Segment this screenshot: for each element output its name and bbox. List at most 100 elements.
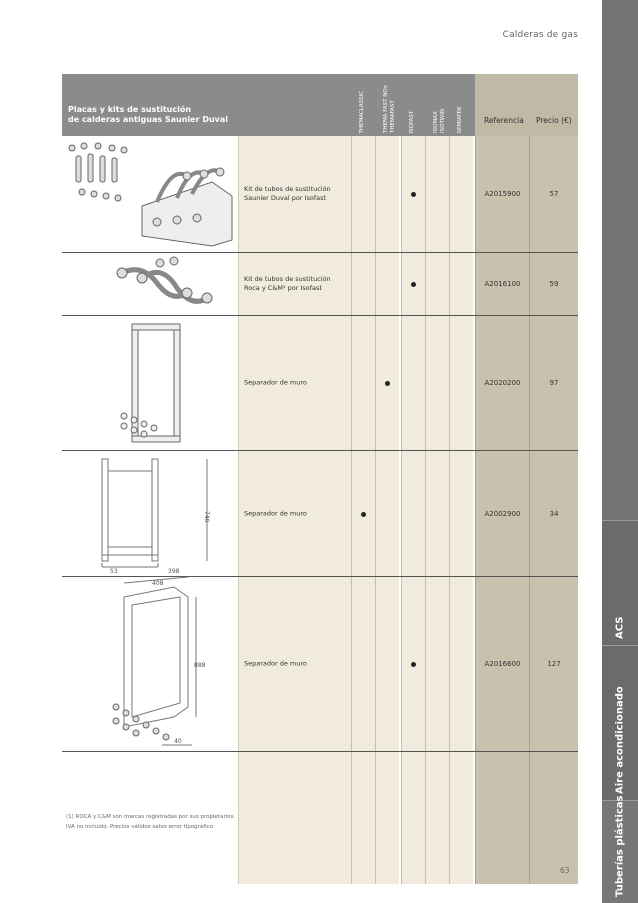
reference-text: A2020200 <box>484 379 521 387</box>
compat-cell <box>425 253 449 315</box>
compat-header: ISOFAST <box>401 77 425 133</box>
description-text: Separador de muro <box>244 659 307 668</box>
table-row: Kit de tubos de sustitución Roca y C&M¹ … <box>62 253 578 316</box>
description-text: Separador de muro <box>244 509 307 517</box>
compat-cell <box>375 577 399 751</box>
price-cell: 34 <box>529 451 578 576</box>
compat-header: SEMIATEK <box>449 77 473 133</box>
compat-header-label: THEMACLASSIC <box>359 90 365 133</box>
compat-header: THEMA FAST NOx THEMAFAST <box>375 77 399 133</box>
sidebar-tab-blank <box>602 0 638 520</box>
price-cell: 127 <box>529 577 578 751</box>
filler-cell <box>401 752 425 884</box>
filler-cell <box>449 752 473 884</box>
compat-cell <box>401 316 425 450</box>
dimension-label: 408 <box>152 580 164 587</box>
table-row: 740 53 398 Separador de muro A2002900 34 <box>62 451 578 577</box>
reference-text: A2016100 <box>484 280 521 288</box>
price-text: 127 <box>547 660 561 668</box>
compat-cell <box>351 577 375 751</box>
product-description: Kit de tubos de sustitución Roca y C&M¹ … <box>238 253 351 315</box>
price-text: 34 <box>549 509 559 518</box>
table-row: Kit de tubos de sustitución Saunier Duva… <box>62 136 578 253</box>
table-row: 408 888 40 Separador de muro A2016600 12… <box>62 577 578 752</box>
footnote: (1) ROCA y C&M son marcas registradas po… <box>66 812 235 832</box>
compat-cell <box>375 451 399 576</box>
product-description: Kit de tubos de sustitución Saunier Duva… <box>238 136 351 252</box>
product-image-tube-kit <box>62 253 238 315</box>
product-image-tube-kit <box>62 136 238 252</box>
reference-text: A2016600 <box>484 660 521 668</box>
compat-header-label: THEMA FAST NOx THEMAFAST <box>383 85 396 133</box>
compat-cell <box>449 577 473 751</box>
sidebar-tab-aire-acondicionado[interactable]: Aire acondicionado <box>602 645 638 800</box>
sidebar-tab-label: ACS <box>614 616 626 639</box>
price-text: 97 <box>549 379 559 387</box>
table-title-line: Placas y kits de sustitución <box>68 105 192 114</box>
compat-cell <box>375 253 399 315</box>
sidebar-tab-tuberias-plasticas[interactable]: Tuberías plásticas <box>602 796 638 903</box>
compat-header-label: ISOFAST <box>409 110 415 133</box>
price-text: 57 <box>549 190 559 198</box>
compat-cell <box>425 316 449 450</box>
dimension-label: 740 <box>203 511 210 523</box>
description-text: Kit de tubos de sustitución Saunier Duva… <box>244 185 331 202</box>
compat-cell-dot <box>351 451 375 576</box>
compat-header-label: ISOMAX ISOTWIN <box>433 109 446 133</box>
reference-cell: A2015900 <box>475 136 529 252</box>
price-text: 59 <box>549 280 559 288</box>
compat-header: THEMACLASSIC <box>351 77 375 133</box>
reference-cell: A2016100 <box>475 253 529 315</box>
page-number: 63 <box>560 866 570 875</box>
dimension-label: 53 <box>110 568 118 575</box>
table-title-line: de calderas antiguas Saunier Duval <box>68 115 229 124</box>
dimension-label: 398 <box>168 568 180 575</box>
compat-cell <box>375 136 399 252</box>
table-filler <box>62 752 578 884</box>
compat-cell <box>425 136 449 252</box>
reference-text: A2002900 <box>484 509 521 518</box>
compat-cell-dot <box>401 577 425 751</box>
product-table: Placas y kits de sustitución de calderas… <box>62 74 578 884</box>
compat-cell-dot <box>401 253 425 315</box>
section-title: Calderas de gas <box>502 30 578 40</box>
product-image-wall-spacer <box>62 316 238 450</box>
compat-cell <box>425 577 449 751</box>
compat-cell <box>449 451 473 576</box>
product-image-wall-spacer-drawing: 408 888 40 <box>62 577 238 751</box>
reference-text: A2015900 <box>484 190 521 198</box>
reference-cell: A2020200 <box>475 316 529 450</box>
product-description: Separador de muro <box>238 577 351 751</box>
footnote-line: (1) ROCA y C&M son marcas registradas po… <box>66 814 236 820</box>
reference-cell: A2002900 <box>475 451 529 576</box>
column-header-reference: Referencia <box>484 116 524 125</box>
compat-cell <box>351 136 375 252</box>
filler-cell <box>529 752 578 884</box>
filler-cell <box>375 752 399 884</box>
price-cell: 59 <box>529 253 578 315</box>
compat-cell-dot <box>375 316 399 450</box>
filler-cell <box>351 752 375 884</box>
compat-cell <box>425 451 449 576</box>
header-ref-bg <box>475 74 578 136</box>
compat-cell <box>449 136 473 252</box>
compat-cell <box>351 316 375 450</box>
filler-cell <box>425 752 449 884</box>
compat-cell <box>449 253 473 315</box>
sidebar-tabs: ACS Aire acondicionado Tuberías plástica… <box>602 0 638 903</box>
product-description: Separador de muro <box>238 451 351 576</box>
compat-header: ISOMAX ISOTWIN <box>425 77 449 133</box>
sidebar-tab-label: Aire acondicionado <box>614 686 626 794</box>
column-header-price: Precio (€) <box>536 116 572 125</box>
dimension-label: 40 <box>174 738 182 745</box>
description-text: Separador de muro <box>244 378 307 387</box>
product-description: Separador de muro <box>238 316 351 450</box>
compat-header-label: SEMIATEK <box>457 105 463 133</box>
sidebar-tab-acs[interactable]: ACS <box>602 520 638 645</box>
price-cell: 57 <box>529 136 578 252</box>
dimension-label: 888 <box>194 662 206 669</box>
table-row: Separador de muro A2020200 97 <box>62 316 578 451</box>
description-text: Kit de tubos de sustitución Roca y C&M¹ … <box>244 275 331 292</box>
footnote-line: IVA no incluido. Precios válidos salvo e… <box>66 824 214 830</box>
sidebar-tab-label: Tuberías plásticas <box>614 795 626 897</box>
